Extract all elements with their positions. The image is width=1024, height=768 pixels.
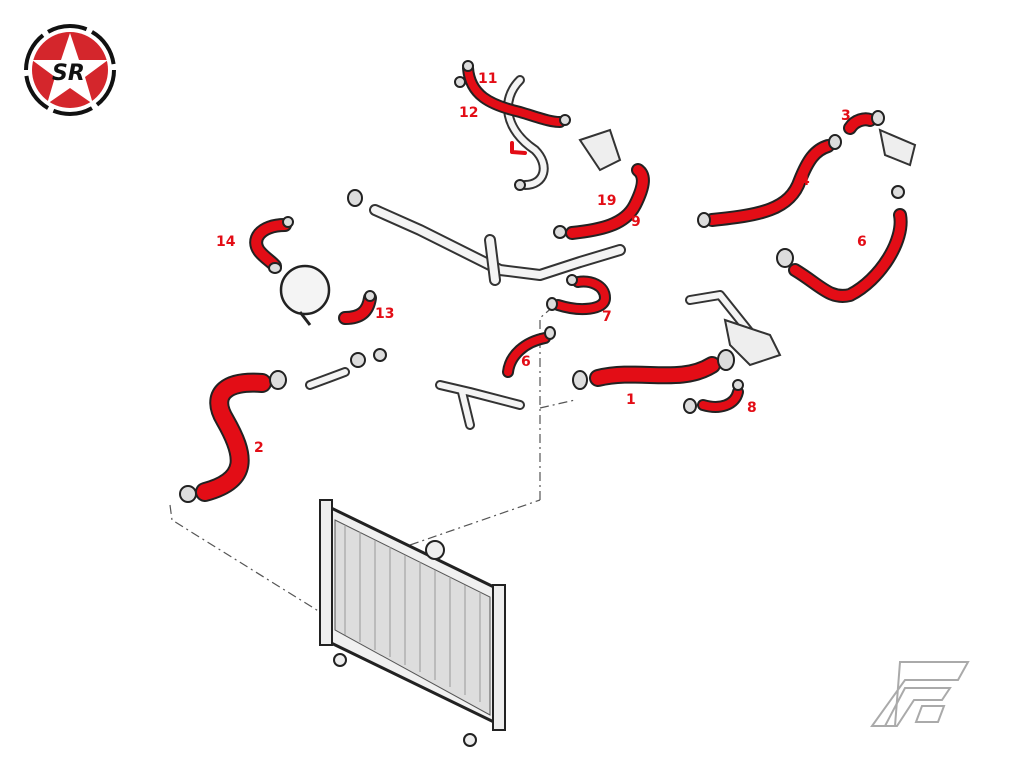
label-12: 12 [459, 105, 478, 121]
label-19: 19 [597, 193, 616, 209]
label-11: 11 [478, 71, 497, 87]
label-9: 9 [631, 214, 641, 230]
clamps [179, 60, 905, 503]
hose-11-12 [462, 62, 566, 128]
label-14: 14 [216, 234, 236, 250]
expansion-tank [279, 264, 331, 326]
hose-7 [552, 275, 611, 316]
hose-2 [195, 372, 272, 502]
label-3: 3 [841, 108, 851, 124]
label-6-small: 6 [521, 354, 531, 370]
label-7: 7 [602, 309, 612, 325]
hose-9 [565, 163, 650, 240]
hose-13 [338, 291, 377, 325]
part-labels: 1 2 3 4 6 6 7 8 9 11 12 13 14 19 [216, 71, 867, 456]
hose-14 [249, 218, 292, 273]
hose-1 [589, 356, 721, 387]
hose-4 [705, 139, 835, 227]
hoses [195, 62, 908, 502]
sr-logo: SR [24, 24, 116, 116]
svg-text:SR: SR [52, 61, 85, 86]
label-4: 4 [800, 173, 810, 189]
hose-small [510, 141, 527, 155]
label-1: 1 [626, 392, 636, 408]
label-6: 6 [857, 234, 867, 250]
hose-6-small [502, 332, 551, 378]
radiator [319, 499, 506, 747]
f-watermark-logo [870, 661, 970, 727]
label-13: 13 [375, 306, 394, 322]
hose-8 [697, 386, 744, 413]
metal-pipes [305, 75, 917, 430]
label-8: 8 [747, 400, 757, 416]
hose-6 [788, 208, 908, 303]
label-2: 2 [254, 440, 264, 456]
hose-3 [843, 112, 877, 135]
